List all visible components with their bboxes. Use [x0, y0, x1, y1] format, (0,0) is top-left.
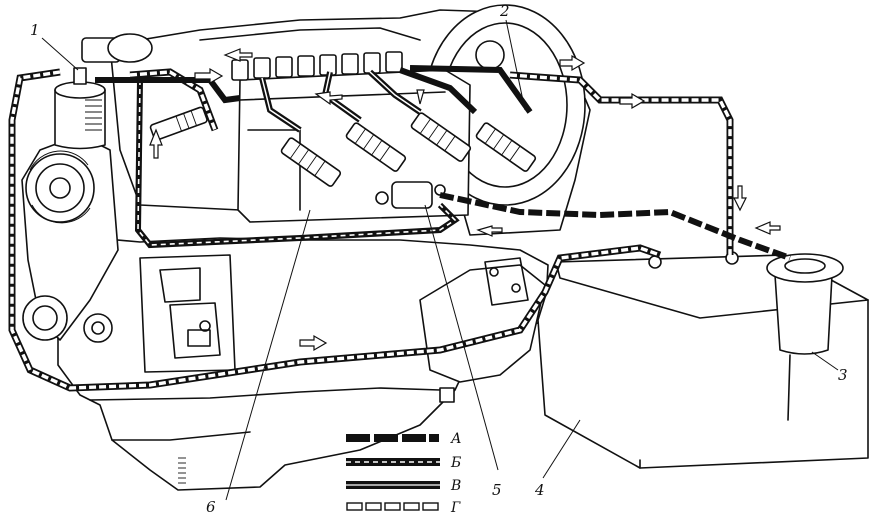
- injector: [345, 122, 407, 172]
- legend-label-v: В: [450, 478, 461, 494]
- injector: [475, 122, 537, 172]
- low-pressure-line: [439, 192, 792, 261]
- filtered-line: [95, 77, 460, 249]
- flow-arrows: [149, 48, 781, 352]
- injectors: [149, 106, 537, 187]
- callout-3-coarse-filter: 3: [838, 366, 848, 384]
- flow-arrow: [619, 92, 646, 110]
- callout-leaders: [41, 19, 839, 501]
- flow-arrow: [754, 221, 781, 235]
- injector: [410, 112, 472, 162]
- injector: [149, 106, 208, 141]
- flow-arrow: [416, 89, 425, 105]
- callout-1-fine-filter: 1: [30, 21, 40, 39]
- fine-filter: [54, 67, 106, 150]
- return-line: [8, 68, 734, 392]
- high-pressure-lines: [95, 65, 533, 133]
- callout-4-fuel-tank: 4: [534, 481, 545, 499]
- legend-label-b: Б: [450, 455, 461, 471]
- legend-swatch-v: [346, 481, 440, 489]
- callout-5-feed-pump: 5: [492, 481, 502, 499]
- coarse-filter: [766, 253, 844, 421]
- flow-arrow: [194, 67, 224, 85]
- flow-arrow: [314, 91, 343, 106]
- feed-pump: [375, 181, 446, 209]
- flow-arrow: [559, 54, 586, 72]
- legend-label-a: А: [450, 431, 462, 447]
- flow-arrow: [733, 185, 747, 212]
- callout-2-injector: 2: [499, 2, 510, 20]
- legend-swatch-g: [346, 502, 439, 511]
- injector: [280, 137, 342, 187]
- flow-arrow: [149, 128, 163, 159]
- callout-6-injection-pump: 6: [206, 498, 216, 516]
- legend-swatch-b: [346, 458, 440, 466]
- legend: А Б В Г: [346, 431, 462, 516]
- legend-label-g: Г: [450, 500, 461, 516]
- flow-arrow: [476, 225, 503, 237]
- flow-arrow: [223, 48, 253, 62]
- legend-swatch-a: [346, 434, 439, 442]
- flow-arrow: [299, 334, 328, 352]
